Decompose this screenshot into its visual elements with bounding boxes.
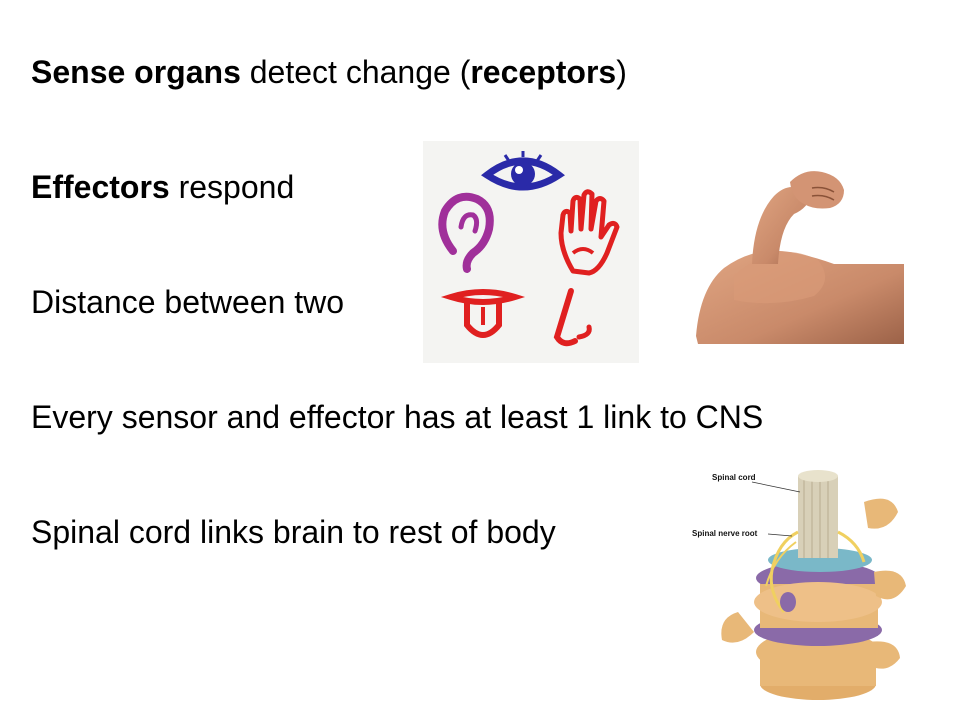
label-spinal-cord: Spinal cord — [712, 473, 756, 482]
flexed-arm-illustration — [696, 171, 904, 344]
text-run: Distance between two — [31, 284, 345, 320]
text-run: Spinal cord links brain to rest of body — [31, 514, 556, 550]
text-bold: Sense organs — [31, 54, 241, 90]
spine-illustration: Spinal cord Spinal nerve root — [688, 462, 914, 700]
text-run: Every sensor and effector has at least 1… — [31, 399, 764, 435]
text-line-spinal-cord: Spinal cord links brain to rest of body — [31, 512, 556, 552]
eye-icon — [481, 151, 565, 191]
hand-icon — [558, 189, 620, 276]
text-line-effectors: Effectors respond — [31, 167, 294, 207]
text-run: ) — [616, 54, 627, 90]
text-line-distance: Distance between two — [31, 282, 344, 322]
label-spinal-nerve-root: Spinal nerve root — [692, 529, 758, 538]
nose-icon — [553, 288, 592, 347]
spinal-cord — [798, 470, 838, 558]
ear-icon — [438, 192, 494, 273]
text-run: detect change ( — [240, 54, 471, 90]
text-bold: receptors — [470, 54, 617, 90]
senses-illustration — [423, 141, 639, 363]
text-bold: Effectors — [31, 169, 170, 205]
text-line-cns-link: Every sensor and effector has at least 1… — [31, 397, 763, 437]
text-run: respond — [169, 169, 295, 205]
tongue-icon — [440, 289, 526, 338]
text-line-sense-organs: Sense organs detect change (receptors) — [31, 52, 627, 92]
vertebra — [754, 582, 882, 628]
